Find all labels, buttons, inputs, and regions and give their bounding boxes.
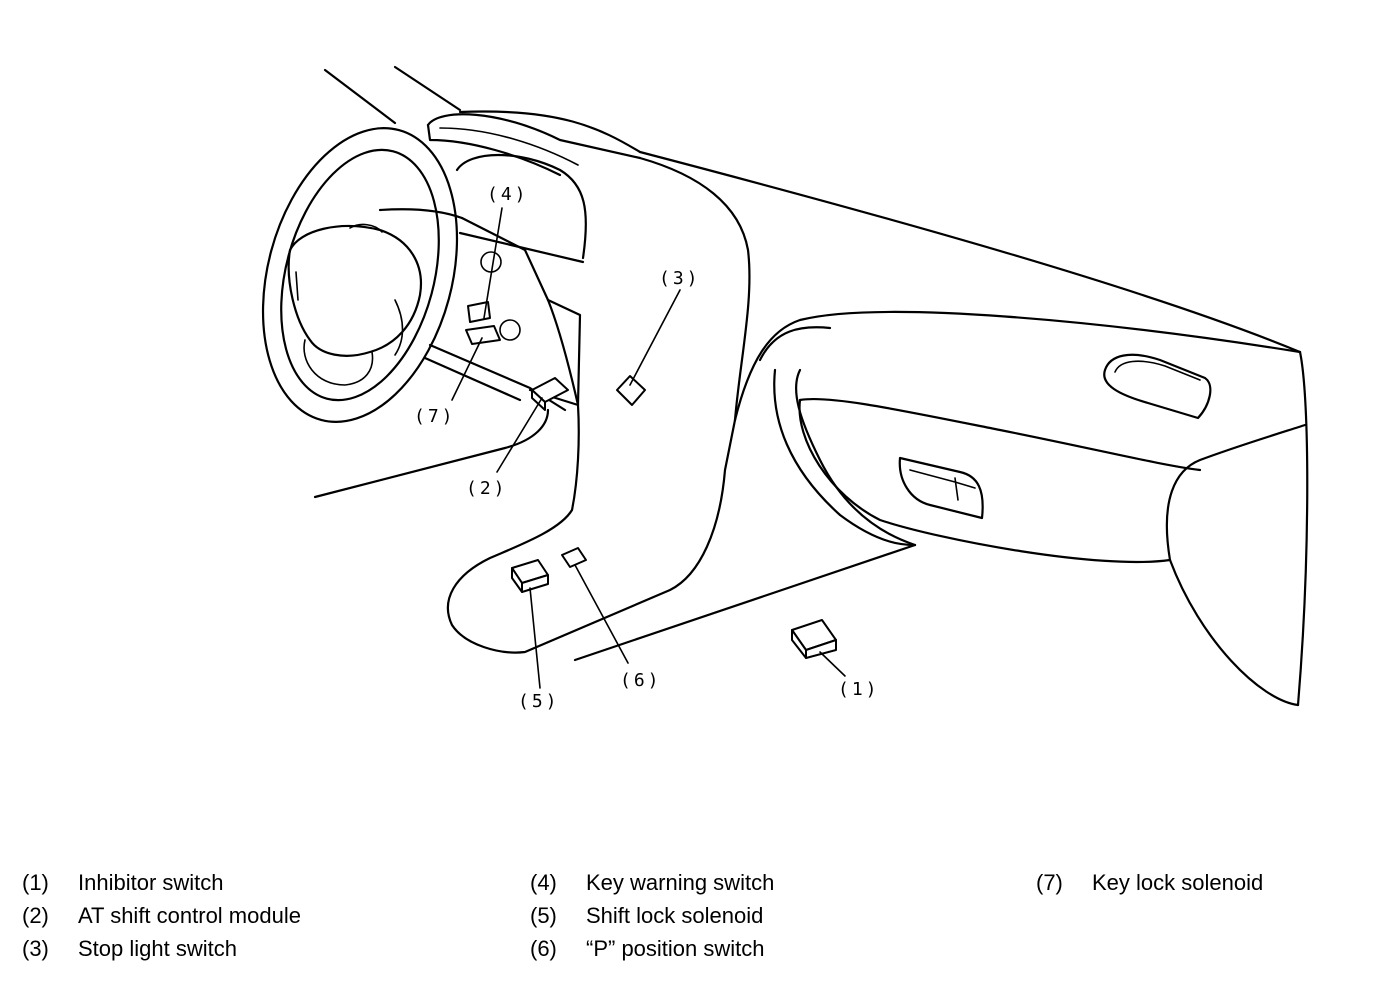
legend-item: (6) “P” position switch [530,932,774,965]
legend-column-2: (4) Key warning switch (5) Shift lock so… [530,866,774,965]
callout-1: (1) [838,679,880,700]
legend-item: (2) AT shift control module [22,899,301,932]
instrument-hood [426,113,751,422]
legend-label: Key lock solenoid [1092,869,1264,895]
lower-dash-left [313,208,582,499]
legend-number: (7) [1036,869,1063,895]
legend-label: AT shift control module [78,902,301,928]
legend-item: (5) Shift lock solenoid [530,899,774,932]
legend-label: Inhibitor switch [78,869,224,895]
legend-number: (4) [530,869,557,895]
legend-label: Shift lock solenoid [586,902,764,928]
legend-label: “P” position switch [586,935,765,961]
part-at-shift-control-module [531,377,569,411]
callout-2: (2) [466,478,508,499]
legend-number: (5) [530,902,557,928]
callout-5: (5) [518,691,560,712]
passenger-dash [733,310,1309,707]
callout-3: (3) [659,268,701,289]
callout-6: (6) [620,670,662,691]
windshield-lines [323,65,1302,354]
legend-column-3: (7) Key lock solenoid [1036,866,1263,899]
part-inhibitor-switch [791,619,837,659]
part-key-lock-solenoid [465,325,501,345]
legend-item: (4) Key warning switch [530,866,774,899]
legend-number: (6) [530,935,557,961]
legend-label: Stop light switch [78,935,237,961]
leader-lines [451,207,846,689]
part-p-position-switch [561,547,587,568]
part-shift-lock-solenoid [511,559,549,593]
legend-number: (2) [22,902,49,928]
legend-item: (1) Inhibitor switch [22,866,301,899]
center-console [446,298,917,662]
legend-label: Key warning switch [586,869,775,895]
legend-number: (1) [22,869,49,895]
steering-wheel [261,127,459,423]
callout-4: (4) [487,184,529,205]
part-stop-light-switch [616,375,646,406]
legend-number: (3) [22,935,49,961]
legend-item: (3) Stop light switch [22,932,301,965]
legend-column-1: (1) Inhibitor switch (2) AT shift contro… [22,866,301,965]
legend-item: (7) Key lock solenoid [1036,866,1263,899]
callout-7: (7) [414,406,456,427]
